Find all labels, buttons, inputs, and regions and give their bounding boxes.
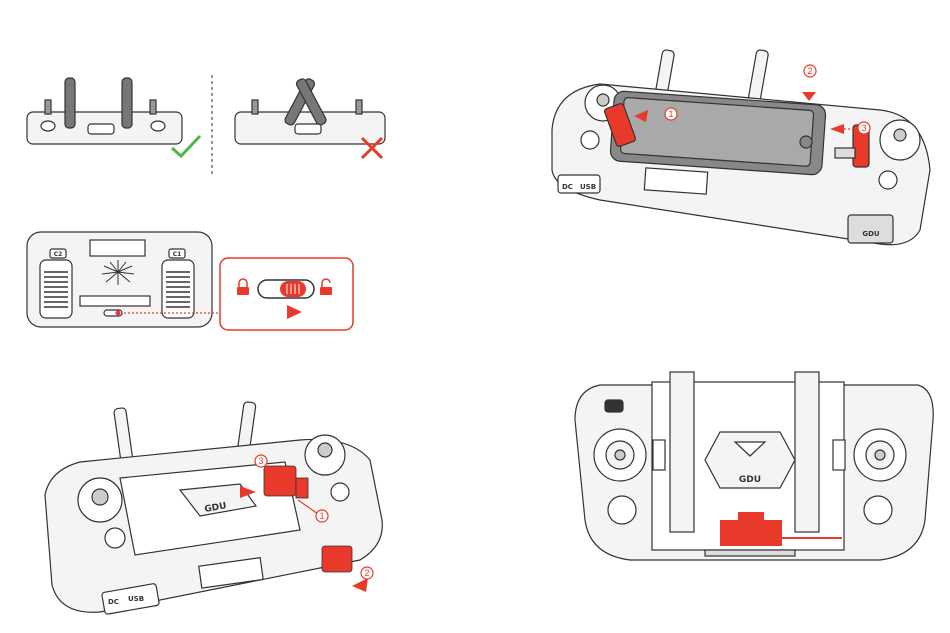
lock-switch-slider xyxy=(280,281,306,297)
phone-mount-panel: DC USB GDU 1 2 3 xyxy=(552,49,930,244)
svg-text:3: 3 xyxy=(258,456,263,466)
clip-install-panel: GDU DC USB 3 1 2 xyxy=(45,401,382,614)
usb-port-label: USB xyxy=(128,595,144,603)
svg-text:1: 1 xyxy=(668,109,673,119)
svg-text:2: 2 xyxy=(807,66,812,76)
dc-port-label: DC xyxy=(108,598,119,606)
front-view-panel: GDU xyxy=(575,372,933,560)
controller-wrong xyxy=(235,78,385,144)
back-panel: C2 C1 xyxy=(27,232,353,330)
arrow-icon xyxy=(352,578,368,592)
key-c1-label: C1 xyxy=(173,251,182,258)
svg-text:3: 3 xyxy=(861,123,866,133)
arrow-icon xyxy=(802,92,816,101)
controller-correct xyxy=(27,78,182,144)
antenna-panel xyxy=(27,75,385,175)
usb-port-label: USB xyxy=(580,183,596,191)
brand-label: GDU xyxy=(739,475,761,485)
svg-text:2: 2 xyxy=(364,568,369,578)
brand-label: GDU xyxy=(862,230,880,238)
key-c2-label: C2 xyxy=(54,251,63,258)
dc-port-label: DC xyxy=(562,183,573,191)
svg-text:1: 1 xyxy=(319,511,324,521)
